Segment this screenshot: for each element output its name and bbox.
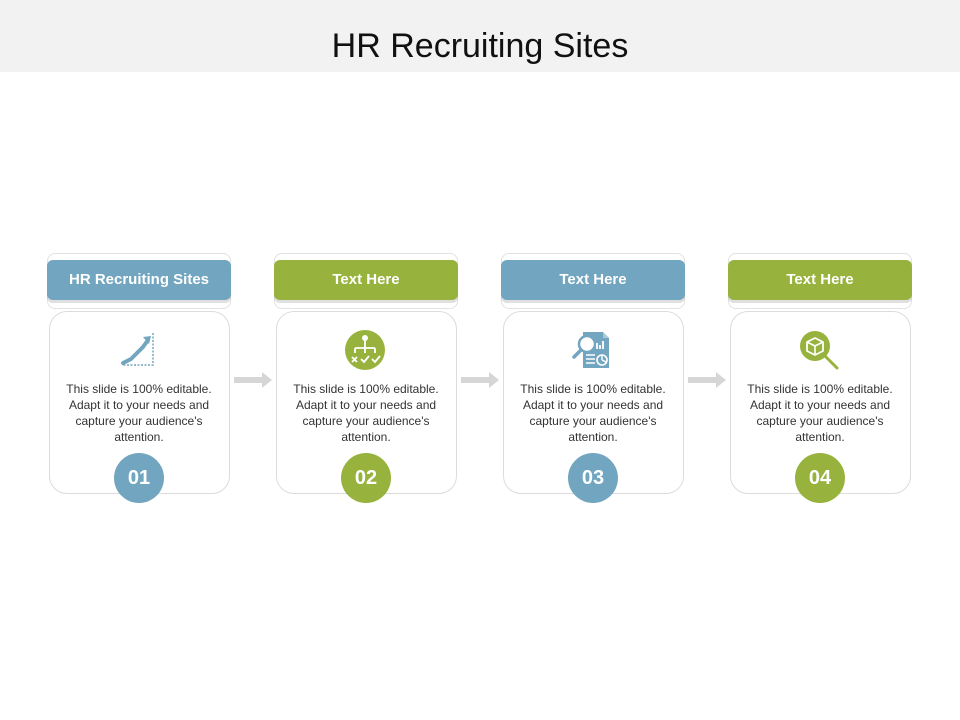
arrow-right-icon (461, 372, 499, 388)
step-number: 01 (114, 453, 164, 503)
step-4: Text Here This slide is 100% editable. A… (728, 253, 912, 503)
arrow-right-icon (688, 372, 726, 388)
step-description: This slide is 100% editable. Adapt it to… (520, 382, 666, 444)
step-header: Text Here (274, 260, 458, 300)
step-number: 03 (568, 453, 618, 503)
step-description: This slide is 100% editable. Adapt it to… (293, 382, 439, 444)
step-3: Text Here This slide is 100% editable. A… (501, 253, 685, 503)
step-number: 02 (341, 453, 391, 503)
step-header: Text Here (728, 260, 912, 300)
step-description: This slide is 100% editable. Adapt it to… (747, 382, 893, 444)
step-header: Text Here (501, 260, 685, 300)
growth-chart-icon (121, 333, 154, 366)
step-header: HR Recruiting Sites (47, 260, 231, 300)
package-search-icon (800, 331, 839, 370)
document-analysis-icon (572, 332, 609, 368)
arrow-right-icon (234, 372, 272, 388)
step-description: This slide is 100% editable. Adapt it to… (66, 382, 212, 444)
step-1: HR Recruiting Sites This slide is 100% e… (47, 253, 231, 503)
slide-title: HR Recruiting Sites (331, 27, 629, 65)
step-number: 04 (795, 453, 845, 503)
hierarchy-checklist-icon (345, 330, 385, 370)
title-bar (0, 0, 960, 72)
step-2: Text Here This slide is 100% editable. A… (274, 253, 458, 503)
